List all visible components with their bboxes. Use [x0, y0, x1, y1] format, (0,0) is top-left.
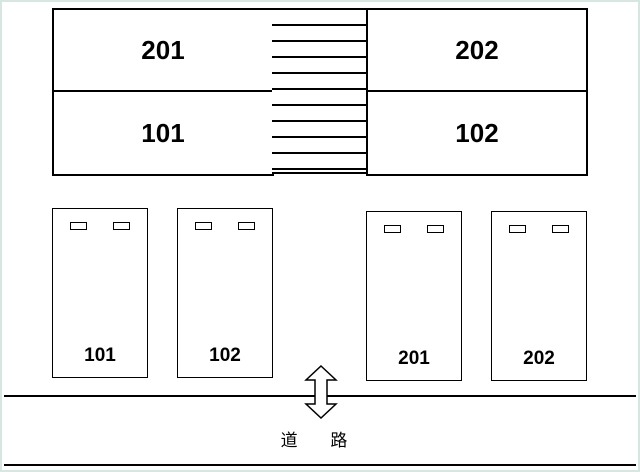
road-edge-lower [4, 464, 636, 466]
parking-space-label: 102 [209, 345, 241, 366]
parking-space-label: 101 [84, 345, 116, 366]
parking-space-201: 201 [366, 211, 462, 381]
wheel-stop [238, 222, 255, 230]
wheel-stop [70, 222, 87, 230]
road-label: 道 路 [280, 431, 362, 450]
parking-space-102: 102 [177, 208, 273, 378]
unit-202: 202 [366, 8, 588, 92]
double-arrow-icon [304, 365, 338, 419]
parking-space-202: 202 [491, 211, 587, 381]
unit-102: 102 [366, 90, 588, 176]
wheel-stop [509, 225, 526, 233]
parking-space-label: 201 [398, 348, 430, 369]
staircase [272, 8, 368, 174]
unit-101: 101 [52, 90, 274, 176]
wheel-stop [552, 225, 569, 233]
parking-space-101: 101 [52, 208, 148, 378]
parking-space-label: 202 [523, 348, 555, 369]
unit-201: 201 [52, 8, 274, 92]
wheel-stop [384, 225, 401, 233]
wheel-stop [427, 225, 444, 233]
wheel-stop [195, 222, 212, 230]
wheel-stop [113, 222, 130, 230]
